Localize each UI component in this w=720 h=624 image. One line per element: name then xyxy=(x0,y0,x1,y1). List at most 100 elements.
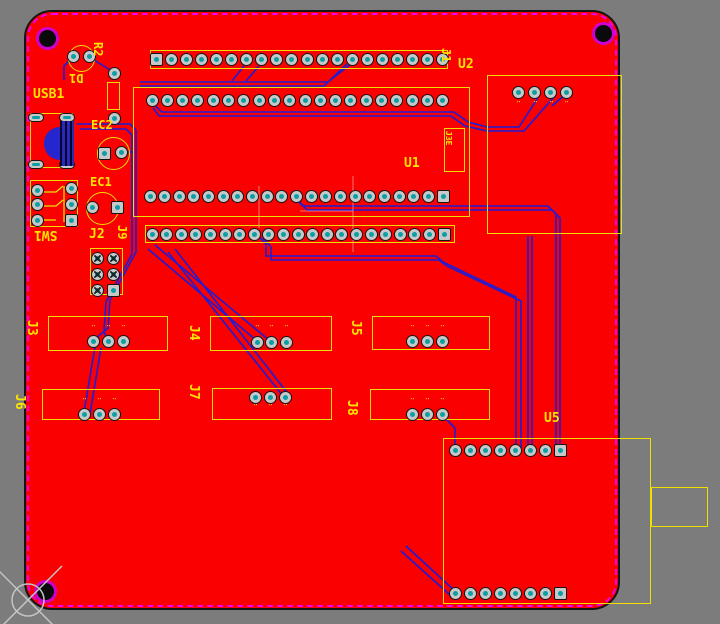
J9-pins[interactable] xyxy=(438,228,451,241)
U1-row-top[interactable] xyxy=(268,94,281,107)
J1-pins[interactable] xyxy=(165,53,178,66)
J5-pad[interactable] xyxy=(436,335,449,348)
J8-pad[interactable] xyxy=(436,408,449,421)
J9-pins[interactable] xyxy=(306,228,319,241)
SW1-pad[interactable] xyxy=(31,184,44,197)
U1-row-bot[interactable] xyxy=(217,190,230,203)
J4-pad[interactable] xyxy=(265,336,278,349)
J9-pins[interactable] xyxy=(394,228,407,241)
U5-row-top[interactable] xyxy=(449,444,462,457)
U1-row-bot[interactable] xyxy=(290,190,303,203)
J9-pins[interactable] xyxy=(204,228,217,241)
J9-pins[interactable] xyxy=(277,228,290,241)
J1-pins[interactable] xyxy=(240,53,253,66)
SW1-pad[interactable] xyxy=(65,182,78,195)
refdes-usb1[interactable]: USB1 xyxy=(33,88,64,101)
U1-row-bot[interactable] xyxy=(334,190,347,203)
J9-pins[interactable] xyxy=(379,228,392,241)
U1-row-bot[interactable] xyxy=(349,190,362,203)
refdes-ec1[interactable]: EC1 xyxy=(90,176,112,188)
U1-row-top[interactable] xyxy=(375,94,388,107)
J4-pad[interactable] xyxy=(251,336,264,349)
U5-row-bot[interactable] xyxy=(449,587,462,600)
J9-pins[interactable] xyxy=(248,228,261,241)
J7-pad[interactable] xyxy=(279,391,292,404)
U1-row-bot[interactable] xyxy=(422,190,435,203)
refdes-j8[interactable]: J8 xyxy=(345,400,358,416)
J6-pad[interactable] xyxy=(78,408,91,421)
U1-row-top[interactable] xyxy=(421,94,434,107)
J9-pins[interactable] xyxy=(350,228,363,241)
U1-row-top[interactable] xyxy=(436,94,449,107)
refdes-ec2[interactable]: EC2 xyxy=(91,119,113,131)
J7-pad[interactable] xyxy=(249,391,262,404)
J2-pad[interactable] xyxy=(107,284,120,297)
J7-pad[interactable] xyxy=(264,391,277,404)
J3-pad[interactable] xyxy=(102,335,115,348)
refdes-j6[interactable]: J6 xyxy=(13,394,26,410)
U1-row-top[interactable] xyxy=(253,94,266,107)
U1-row-bot[interactable] xyxy=(393,190,406,203)
U5-row-bot[interactable] xyxy=(479,587,492,600)
SW1-pad[interactable] xyxy=(65,214,78,227)
J1-pins[interactable] xyxy=(225,53,238,66)
U1-row-top[interactable] xyxy=(191,94,204,107)
refdes-d1[interactable]: D1 xyxy=(69,72,83,84)
J2-pad[interactable] xyxy=(107,252,120,265)
EC1-pad[interactable] xyxy=(86,201,99,214)
U5-row-top[interactable] xyxy=(524,444,537,457)
U1-row-bot[interactable] xyxy=(246,190,259,203)
J3-pad[interactable] xyxy=(87,335,100,348)
U1-row-top[interactable] xyxy=(299,94,312,107)
U1-row-bot[interactable] xyxy=(202,190,215,203)
refdes-j7[interactable]: J7 xyxy=(187,384,200,400)
U1-row-bot[interactable] xyxy=(144,190,157,203)
U2-pins[interactable] xyxy=(560,86,573,99)
EC2-pad[interactable] xyxy=(115,146,128,159)
EC2-pad[interactable] xyxy=(98,147,111,160)
refdes-u2[interactable]: U2 xyxy=(458,58,474,71)
J9-pins[interactable] xyxy=(189,228,202,241)
U1-row-bot[interactable] xyxy=(231,190,244,203)
J9-pins[interactable] xyxy=(262,228,275,241)
U1-row-bot[interactable] xyxy=(319,190,332,203)
U5-row-top[interactable] xyxy=(494,444,507,457)
J1-pins[interactable] xyxy=(376,53,389,66)
J9-pins[interactable] xyxy=(365,228,378,241)
U5-row-bot[interactable] xyxy=(554,587,567,600)
D1-pad[interactable] xyxy=(67,50,80,63)
J2-pad[interactable] xyxy=(91,252,104,265)
USB1-pad[interactable] xyxy=(28,113,44,122)
refdes-j3[interactable]: J3 xyxy=(25,320,38,336)
J5-pad[interactable] xyxy=(421,335,434,348)
refdes-u5[interactable]: U5 xyxy=(544,412,560,425)
U1-row-top[interactable] xyxy=(222,94,235,107)
J1-pins[interactable] xyxy=(301,53,314,66)
refdes-j4[interactable]: J4 xyxy=(187,325,200,341)
J9-pins[interactable] xyxy=(423,228,436,241)
U5-row-bot[interactable] xyxy=(464,587,477,600)
U5-row-bot[interactable] xyxy=(524,587,537,600)
U1-row-top[interactable] xyxy=(360,94,373,107)
J3-pad[interactable] xyxy=(117,335,130,348)
U1-row-top[interactable] xyxy=(207,94,220,107)
J5-pad[interactable] xyxy=(406,335,419,348)
U1-row-bot[interactable] xyxy=(261,190,274,203)
U1-row-top[interactable] xyxy=(390,94,403,107)
U5-row-top[interactable] xyxy=(464,444,477,457)
J6-pad[interactable] xyxy=(93,408,106,421)
U1-row-top[interactable] xyxy=(237,94,250,107)
J9-pins[interactable] xyxy=(233,228,246,241)
J9-pins[interactable] xyxy=(408,228,421,241)
U2-pins[interactable] xyxy=(512,86,525,99)
U5-row-bot[interactable] xyxy=(539,587,552,600)
refdes-j2[interactable]: J2 xyxy=(89,228,105,241)
J1-pins[interactable] xyxy=(210,53,223,66)
U1-row-top[interactable] xyxy=(329,94,342,107)
J1-pins[interactable] xyxy=(150,53,163,66)
refdes-j3e[interactable]: J3E xyxy=(444,131,452,145)
U5-row-bot[interactable] xyxy=(494,587,507,600)
J9-pins[interactable] xyxy=(321,228,334,241)
refdes-j5[interactable]: J5 xyxy=(349,320,362,336)
